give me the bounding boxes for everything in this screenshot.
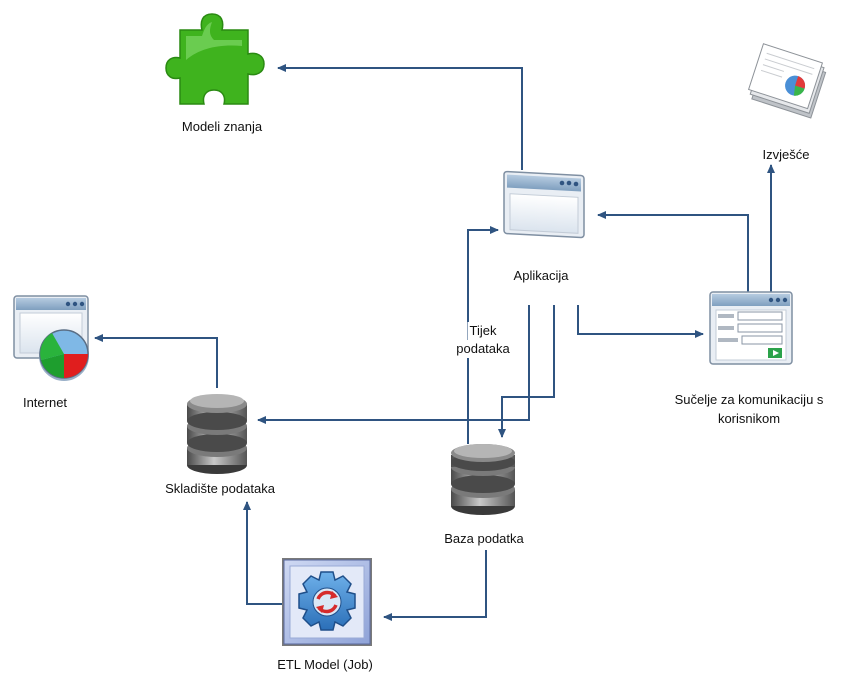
app-window-icon[interactable] — [503, 170, 585, 239]
connector-app-to-sucelje — [577, 305, 704, 338]
connector-app-to-skladiste — [257, 305, 530, 424]
label-aplikacija: Aplikacija — [513, 268, 569, 283]
report-icon[interactable] — [746, 43, 828, 119]
label-sucelje-line1: Sučelje za komunikaciju s — [674, 392, 824, 407]
connector-baza-to-etl — [383, 550, 487, 621]
connector-skladiste-to-internet — [94, 334, 218, 388]
edge-label-podataka: podataka — [454, 340, 512, 358]
edge-label-tijek: Tijek — [467, 322, 499, 340]
connector-baza-to-app — [467, 226, 499, 444]
label-skladiste: Skladište podataka — [165, 481, 275, 496]
connector-app-to-modeli — [277, 64, 523, 170]
label-izvjesce: Izvješće — [762, 147, 810, 162]
label-etl: ETL Model (Job) — [277, 657, 373, 672]
connector-etl-to-skladiste — [243, 501, 282, 605]
label-sucelje-line2: korisnikom — [717, 411, 781, 426]
internet-pie-icon[interactable] — [13, 295, 89, 381]
form-window-icon[interactable] — [709, 291, 793, 365]
database-icon-skladiste[interactable] — [187, 394, 247, 474]
label-internet: Internet — [22, 395, 68, 410]
database-icon-baza[interactable] — [451, 444, 515, 515]
puzzle-icon[interactable] — [165, 13, 265, 105]
connector-sucelje-to-app — [597, 211, 749, 292]
connector-app-to-baza — [498, 305, 555, 438]
gear-refresh-icon[interactable] — [282, 558, 372, 646]
label-modeli-znanja: Modeli znanja — [181, 119, 263, 134]
label-baza: Baza podatka — [444, 531, 524, 546]
